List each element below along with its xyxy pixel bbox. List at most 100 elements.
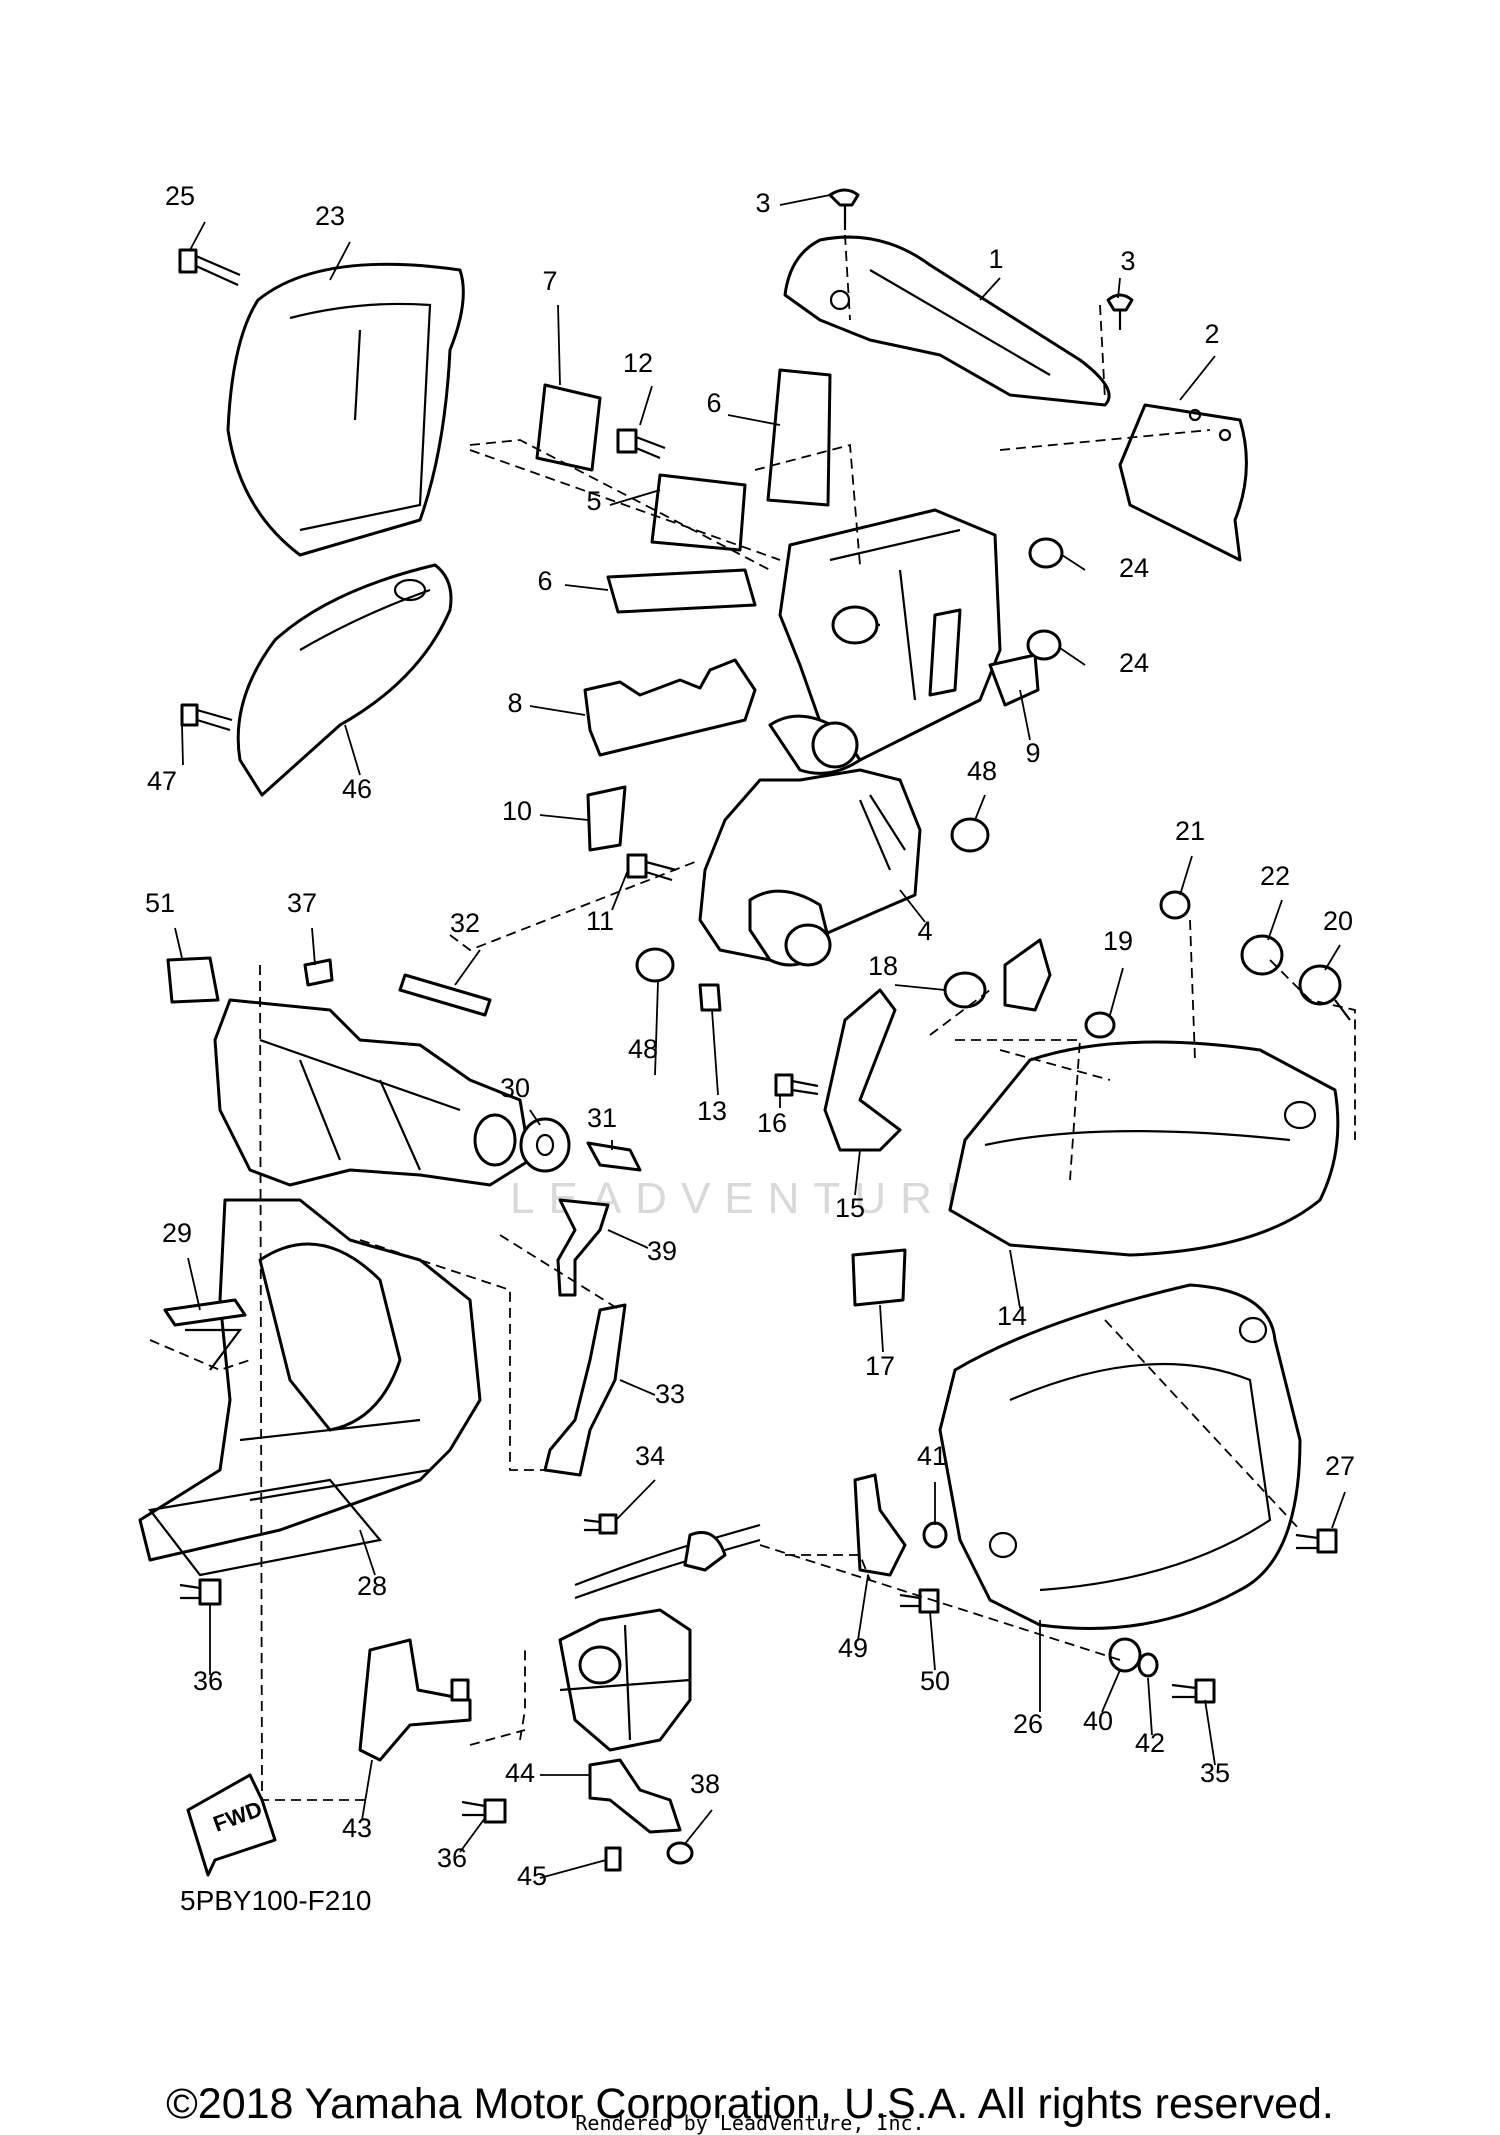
part-36-bolt-a [179,1578,222,1606]
callout-24: 24 [1119,648,1149,678]
callout-15: 15 [835,1193,865,1223]
callout-10: 10 [502,796,532,826]
part-48-grommet-b [635,947,675,983]
part-6-pad-b [606,568,757,614]
callout-46: 46 [342,774,372,804]
callout-12: 12 [623,348,653,378]
callout-9: 9 [1025,738,1040,768]
part-17-pad [851,1248,907,1307]
callout-33: 33 [655,1379,685,1409]
part-24-grommet [1026,537,1064,661]
part-18-grommet [943,971,987,1009]
callout-16: 16 [757,1108,787,1138]
callout-3: 3 [755,188,770,218]
callout-29: 29 [162,1218,192,1248]
callout-44: 44 [505,1758,535,1788]
callout-13: 13 [697,1096,727,1126]
part-38-nut [666,1841,694,1865]
part-27-bolt [1295,1528,1338,1554]
part-3-clip [828,188,1134,330]
callout-47: 47 [147,766,177,796]
part-5-pad [650,473,747,552]
callout-43: 43 [342,1813,372,1843]
callout-48: 48 [628,1034,658,1064]
callout-36: 36 [437,1843,467,1873]
part-4-air-box [698,768,922,967]
callout-24: 24 [1119,553,1149,583]
part-33-bracket [543,1303,627,1477]
callout-42: 42 [1135,1728,1165,1758]
part-41-collar [922,1521,948,1549]
callout-21: 21 [1175,816,1205,846]
part-32-strip [398,973,492,1017]
part-7-pad [535,383,602,472]
callout-39: 39 [647,1236,677,1266]
callout-22: 22 [1260,861,1290,891]
fwd-arrow: FWD [186,1773,277,1877]
part-31-pin [586,1141,642,1172]
part-9-clip [988,653,1040,707]
part-44-bracket [588,1758,682,1834]
part-21-grommet [1159,890,1191,920]
callout-36: 36 [193,1666,223,1696]
part-29-clamp [163,1298,247,1371]
callout-23: 23 [315,201,345,231]
callout-5: 5 [586,486,601,516]
callout-35: 35 [1200,1758,1230,1788]
part-screw-small [450,1678,470,1702]
part-23-side-cover [226,262,465,557]
callout-1: 1 [988,244,1003,274]
callout-20: 20 [1323,906,1353,936]
callout-32: 32 [450,908,480,938]
callout-19: 19 [1103,926,1133,956]
part-51-block [166,956,220,1004]
part-28-tray [148,1478,383,1577]
part-49-bracket [853,1473,907,1577]
part-40-grommet [1108,1637,1142,1673]
dashed-assembly-lines [149,234,1356,1801]
part-2-plate [1118,403,1248,562]
callout-6: 6 [706,388,721,418]
part-16-bolt [774,1073,819,1097]
part-50-bolt [899,1588,940,1614]
rendered-by-notice: Rendered by LeadVenture, Inc. [575,2111,925,2135]
part-8-plate [583,658,757,757]
part-valve-assembly [558,1608,692,1752]
callout-34: 34 [635,1441,665,1471]
callout-4: 4 [917,916,932,946]
callout-41: 41 [917,1441,947,1471]
part-42-washer [1137,1652,1159,1678]
callout-7: 7 [542,266,557,296]
part-1-upper-bracket [783,235,1111,407]
part-37-clip [303,958,334,987]
part-48-grommet-a [950,817,990,853]
part-34-screw [583,1513,618,1535]
part-13-nut [698,983,722,1012]
part-20-lock [1298,964,1351,1021]
callout-31: 31 [587,1103,617,1133]
part-6-pad-a [766,368,832,507]
part-35-bolt [1171,1678,1216,1704]
part-18-bracket [1003,938,1052,1012]
callout-40: 40 [1083,1706,1113,1736]
part-36-bolt-b [461,1798,507,1824]
callout-50: 50 [920,1666,950,1696]
part-11-bolt [626,853,677,882]
part-25-bolt [178,248,241,287]
part-46-cover [236,563,453,797]
part-47-bolt [180,703,233,732]
callout-37: 37 [287,888,317,918]
callout-51: 51 [145,888,175,918]
copyright-notice: ©2018 Yamaha Motor Corporation, U.S.A. A… [166,2080,1334,2128]
callout-28: 28 [357,1571,387,1601]
callout-48: 48 [967,756,997,786]
part-tube-connector [768,714,862,775]
part-43-bracket [358,1638,472,1762]
diagram-code: 5PBY100-F210 [180,1885,372,1916]
part-frame-upper [213,998,532,1187]
callout-38: 38 [690,1769,720,1799]
part-19-grommet [1084,1011,1116,1039]
callout-18: 18 [868,951,898,981]
